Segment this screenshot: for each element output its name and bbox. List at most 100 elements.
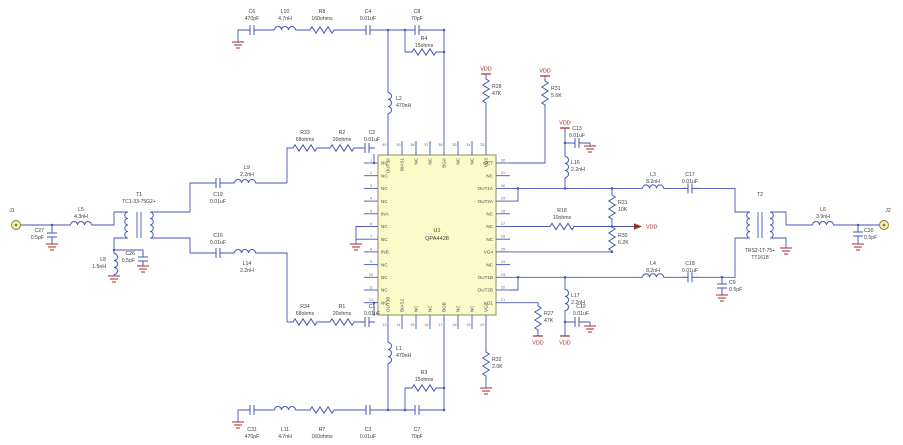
label: 40 [382, 143, 386, 147]
junction-dots [50, 28, 860, 412]
label: INB [381, 250, 389, 255]
label: 8.2nH [646, 268, 660, 274]
label: C31 [247, 427, 257, 433]
label: L14 [243, 261, 252, 267]
label: OUT2B [478, 288, 493, 293]
component-R3 [410, 382, 438, 394]
label: C19 [213, 192, 223, 198]
junction-dot [112, 248, 116, 252]
ic-U1: 1NC2NC3NC4NC5INA6NC7NC8INB9NC10NC11NC12N… [364, 141, 510, 329]
junction-dot [563, 141, 567, 145]
component-R18 [548, 220, 576, 233]
label: NC [381, 275, 388, 280]
wire [355, 226, 364, 244]
label: 29 [501, 197, 505, 201]
label: TT1618 [751, 255, 768, 261]
label: C1 [369, 304, 376, 310]
junction-dot [386, 408, 390, 412]
junction-dot [610, 225, 614, 228]
vdd-icon: VDD [539, 69, 551, 77]
junction-dot [372, 161, 376, 165]
label: TC1-33-75G2+ [122, 199, 156, 205]
component-L5 [69, 219, 93, 231]
label: NC [456, 305, 461, 312]
component-C12 [569, 316, 585, 328]
label: 68ohms [296, 311, 315, 317]
label: NC [428, 157, 433, 164]
label: C20 [864, 228, 874, 234]
label: TRS2-1T-75+ [745, 248, 775, 254]
label: VG1 [484, 300, 494, 305]
component-R7 [308, 404, 336, 416]
label: VG4 [484, 250, 494, 255]
component-R4 [410, 46, 438, 58]
label: R7 [319, 427, 326, 433]
component-C20 [852, 227, 864, 241]
label: 13 [382, 323, 386, 327]
label: 2.2nH [240, 268, 254, 274]
label: NC [381, 237, 388, 242]
label: R27 [544, 311, 554, 317]
label: NC [486, 237, 493, 242]
label: C13 [572, 126, 582, 132]
label: R34 [300, 304, 310, 310]
label: 0.01uF [210, 240, 226, 246]
junction-dot [856, 223, 860, 227]
label: OUT1A [478, 186, 494, 191]
component-C31 [244, 404, 260, 416]
label: L8 [100, 257, 106, 263]
component-R2 [328, 142, 356, 154]
label: VDD [559, 121, 570, 127]
label: NC [381, 262, 388, 267]
label: L5 [78, 207, 84, 213]
label: 4.7nH [278, 434, 292, 440]
label: 0.01uF [360, 16, 376, 22]
label: C7 [414, 427, 421, 433]
label: 7 [370, 235, 372, 239]
component-L17 [559, 288, 571, 312]
label: 0.01uF [569, 133, 585, 139]
label: VDD [480, 67, 491, 73]
label: 70pF [411, 434, 423, 440]
component-C9 [716, 279, 728, 293]
label: QPA4428 [425, 236, 449, 242]
label: 10ohms [553, 215, 572, 221]
label: NC [414, 157, 419, 164]
label: 3 [370, 184, 372, 188]
component-L9 [233, 177, 257, 189]
label: C4 [365, 9, 372, 15]
label: C9 [729, 280, 736, 286]
junction-dot [386, 28, 390, 32]
component-R33 [291, 142, 319, 154]
label: 4 [370, 197, 372, 201]
label: R31 [551, 86, 561, 92]
component-C26 [137, 252, 149, 266]
label: VG2 [484, 302, 489, 312]
label: R8 [319, 9, 326, 15]
component-L6 [811, 219, 835, 231]
label: 12 [369, 298, 373, 302]
label: 33 [480, 143, 484, 147]
label: R21 [618, 200, 628, 206]
label: VG3 [484, 158, 489, 168]
label: INA [381, 212, 390, 217]
component-L1 [382, 341, 394, 365]
label: 16 [424, 323, 428, 327]
label: 15ohms [415, 377, 434, 383]
label: 4.3nH [74, 214, 88, 220]
label: 5 [370, 209, 372, 213]
ground-icon [232, 421, 244, 429]
label: 32 [501, 159, 505, 163]
junction-dot [563, 320, 567, 324]
component-L2 [382, 91, 394, 115]
label: 18 [452, 323, 456, 327]
junction-dot [516, 187, 520, 190]
label: 470pF [245, 16, 260, 22]
label: C8 [414, 9, 421, 15]
label: 21 [501, 298, 505, 302]
label: L6 [820, 207, 826, 213]
junction-dot [516, 276, 520, 279]
vdd-icon: VDD [559, 121, 571, 129]
label: 47K [544, 318, 554, 324]
component-C7 [409, 404, 425, 416]
